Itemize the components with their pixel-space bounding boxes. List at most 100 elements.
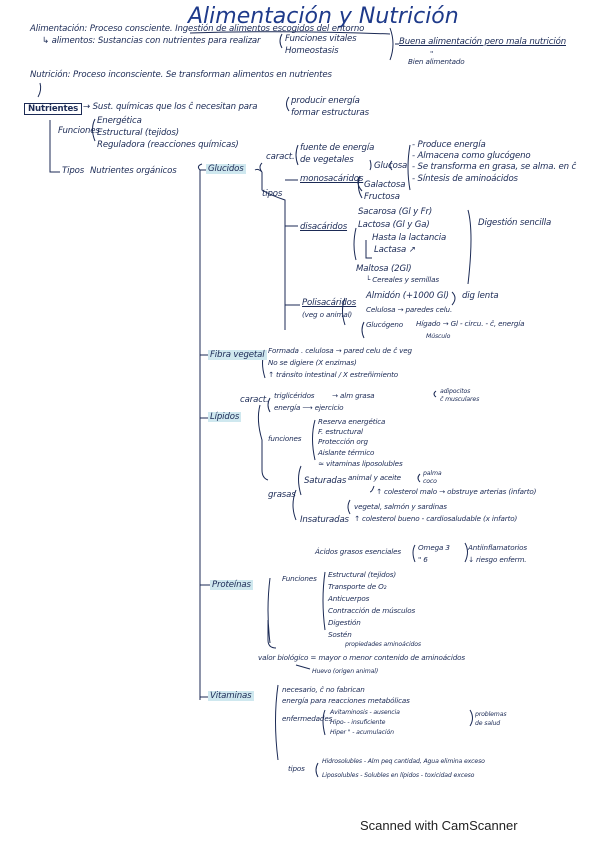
proteinas-f6: Sostén [328, 630, 352, 639]
hiper: Hiper " - acumulación [330, 729, 394, 736]
valor-biologico: valor biológico = mayor o menor contenid… [258, 653, 465, 662]
nutrientes-label: Nutrientes [24, 103, 83, 115]
hidrosolubles: Hidrosolubles - Alm peq cantidad, Agua e… [322, 758, 485, 765]
antiinflamatorios: Antiinflamatorios [468, 543, 527, 552]
hasta-lactancia: Hasta la lactancia [372, 233, 447, 243]
fibra-l3: ↑ tránsito intestinal / X estreñimiento [268, 370, 399, 379]
glucosa-f4: - Síntesis de aminoácidos [412, 174, 518, 184]
disacaridos: disacáridos [300, 222, 348, 232]
maltosa: Maltosa (2Gl) [356, 264, 412, 274]
musculo: Músculo [426, 333, 451, 340]
sacarosa: Sacarosa (Gl y Fr) [358, 207, 433, 217]
buena-alimentacion: Buena alimentación pero mala nutrición [399, 37, 566, 47]
almidon: Almidón (+1000 Gl) [366, 291, 449, 301]
lipidos-f5: ≃ vitaminas liposolubles [318, 459, 403, 468]
page-title: Alimentación y Nutrición [188, 4, 459, 29]
glucidos-label: Glucidos [206, 164, 246, 174]
monosacaridos: monosacáridos [300, 174, 364, 184]
proteinas-f5: Digestión [328, 618, 361, 627]
huevo-origen: Huevo (origen animal) [312, 668, 379, 675]
cereales-semillas: └ Cereales y semillas [366, 275, 439, 284]
bien-alimentado: Bien alimentado [408, 57, 465, 66]
adipocitos: adipocitos [440, 388, 471, 395]
avitaminosis: Avitaminosis - ausencia [330, 709, 400, 716]
funcion-energetica: Energética [97, 116, 142, 126]
lipidos-label: Lípidos [208, 412, 242, 422]
fuente-energia: fuente de energía [300, 143, 375, 153]
vegetal-salmon: vegetal, salmón y sardinas [354, 502, 447, 511]
proteinas-f4: Contracción de músculos [328, 606, 416, 615]
fibra-l2: No se digiere (X enzimas) [268, 358, 357, 367]
omega-6: " 6 [418, 555, 428, 564]
glucogeno: Glucógeno [366, 320, 404, 329]
lipidos-f3: Protección org [318, 437, 368, 446]
alimentacion-def: Alimentación: Proceso consciente. Ingest… [30, 24, 365, 34]
lipidos-f2: F. estructural [318, 427, 363, 436]
omega-3: Omega 3 [418, 543, 450, 552]
propiedades-note: propiedades aminoácidos [345, 641, 421, 648]
enfermedades-label: enfermedades [282, 714, 333, 723]
veg-o-animal: (veg o animal) [302, 310, 353, 319]
formar-estructuras: formar estructuras [291, 108, 369, 118]
higado: Hígado → Gl - circu. - ĉ, energía [416, 319, 525, 328]
lipidos-f1: Reserva energética [318, 417, 386, 426]
colesterol-bueno: ↑ colesterol bueno - cardiosaludable (x … [354, 514, 518, 523]
digestion-sencilla: Digestión sencilla [478, 218, 552, 228]
funcion-reguladora: Reguladora (reacciones químicas) [97, 140, 239, 150]
nutricion-def: Nutrición: Proceso inconsciente. Se tran… [30, 70, 332, 80]
glucosa-f2: - Almacena como glucógeno [412, 151, 531, 161]
riesgo-enfermedad: ↓ riesgo enferm. [468, 555, 527, 564]
lipidos-funciones: funciones [268, 434, 302, 443]
lactasa: Lactasa ↗ [374, 245, 416, 255]
nutrientes-def: → Sust. químicas que los ĉ necesitan par… [83, 102, 258, 112]
lactosa: Lactosa (Gl y Ga) [358, 220, 430, 230]
glucosa-f1: - Produce energía [412, 140, 486, 150]
galactosa: Galactosa [364, 180, 406, 190]
vitaminas-label: Vitaminas [208, 691, 254, 701]
de-salud: de salud [475, 720, 501, 727]
quote-mark: " [430, 49, 434, 58]
problemas: problemas [475, 711, 507, 718]
funciones-vitales: Funciones vitales [285, 34, 357, 44]
colesterol-malo: ↑ colesterol malo → obstruye arterias (i… [376, 487, 537, 496]
trigliceridos: triglicéridos [274, 391, 315, 400]
proteinas-f1: Estructural (tejidos) [328, 570, 396, 579]
homeostasis: Homeostasis [285, 46, 339, 56]
coco: coco [423, 478, 437, 485]
alm-grasa: → alm grasa [332, 391, 375, 400]
glucosa-f3: - Se transforma en grasa, se alma. en ĉ [412, 162, 577, 172]
funcion-estructural: Estructural (tejidos) [97, 128, 179, 138]
fibra-l1: Formada . celulosa → pared celu de ĉ veg [268, 346, 412, 355]
vitaminas-v1: necesario, ĉ no fabrican [282, 685, 365, 694]
proteinas-f3: Anticuerpos [328, 594, 370, 603]
camscanner-watermark: Scanned with CamScanner [360, 818, 518, 833]
tipos-label: Tipos [62, 166, 85, 176]
energia-ejercicio: energía ⟶ ejercicio [274, 403, 344, 412]
animal-aceite: animal y aceite [348, 473, 401, 482]
palma: palma [423, 470, 442, 477]
fibra-vegetal-label: Fibra vegetal [208, 350, 267, 360]
acidos-grasos-esenciales: Ácidos grasos esenciales [315, 547, 402, 556]
funciones-label: Funciones [58, 126, 100, 136]
fructosa: Fructosa [364, 192, 400, 202]
proteinas-funciones: Funciones [282, 574, 317, 583]
celulosa: Celulosa → paredes celu. [366, 305, 453, 314]
lipidos-caract: caract. [240, 395, 269, 405]
glucidos-tipos: tipos [262, 189, 283, 199]
insaturadas: Insaturadas [300, 515, 349, 525]
liposolubles: Liposolubles - Solubles en lípidos - tox… [322, 772, 475, 779]
alimentos-def: ↳ alimentos: Sustancias con nutrientes p… [42, 36, 261, 46]
vitaminas-v2: energía para reacciones metabólicas [282, 696, 410, 705]
polisacaridos: Polisacáridos [302, 298, 357, 308]
musculares: ĉ musculares [440, 396, 480, 403]
saturadas: Saturadas [304, 476, 347, 486]
producir-energia: producir energía [291, 96, 360, 106]
dig-lenta: dig lenta [462, 291, 499, 301]
proteinas-f2: Transporte de O₂ [328, 582, 387, 591]
glucosa: Glucosa [374, 161, 408, 171]
glucidos-caract: caract. [266, 152, 295, 162]
vitaminas-tipos: tipos [288, 764, 305, 773]
de-vegetales: de vegetales [300, 155, 354, 165]
